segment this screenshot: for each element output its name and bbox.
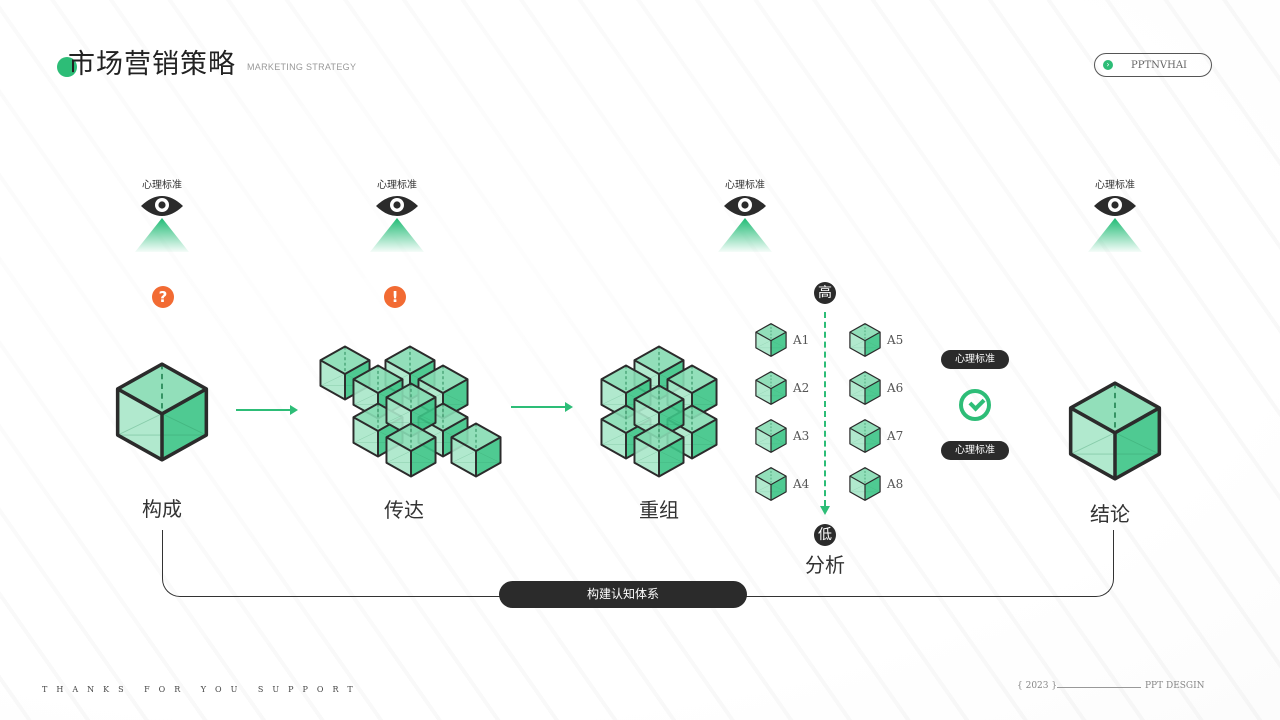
stage-label-analysis: 分析 (805, 553, 845, 577)
cube-icon (849, 370, 881, 406)
item-label: A7 (887, 429, 904, 443)
high-marker: 高 (814, 282, 836, 304)
cube-icon (755, 322, 787, 358)
arrow-down-icon (820, 506, 830, 515)
footer-thanks: THANKS FOR YOU SUPPORT (42, 685, 362, 694)
footer-year: { 2023 } (1017, 681, 1058, 691)
brand-badge[interactable]: › PPTNVHAI (1094, 53, 1212, 77)
item-label: A2 (793, 381, 810, 395)
check-circle-icon (959, 389, 991, 421)
cube-icon (450, 420, 502, 480)
eye-icon (723, 192, 767, 220)
arrow-right-icon (511, 402, 573, 412)
brand-badge-label: PPTNVHAI (1131, 59, 1187, 71)
item-label: A6 (887, 381, 904, 395)
cube-icon (115, 359, 209, 465)
cognitive-system-pill: 构建认知体系 (499, 581, 747, 608)
cube-icon (385, 420, 437, 480)
item-label: A3 (793, 429, 810, 443)
cube-icon (633, 420, 685, 480)
stage-label-composition: 构成 (142, 497, 182, 521)
low-marker: 低 (814, 524, 836, 546)
stage-label-reorganize: 重组 (639, 498, 679, 522)
eye-label: 心理标准 (142, 180, 182, 191)
chevron-right-icon: › (1103, 60, 1113, 70)
eye-icon (1093, 192, 1137, 220)
criteria-pill: 心理标准 (941, 350, 1009, 369)
cube-icon (755, 370, 787, 406)
cube-icon (1068, 378, 1162, 484)
question-icon: ? (152, 286, 174, 308)
exclamation-icon: ! (384, 286, 406, 308)
item-label: A8 (887, 477, 904, 491)
page-title: 市场营销策略 (68, 49, 236, 80)
eye-label: 心理标准 (1095, 180, 1135, 191)
title-accent-dot (57, 57, 77, 77)
cube-icon (755, 466, 787, 502)
stage-label-communication: 传达 (384, 498, 424, 522)
cube-icon (849, 418, 881, 454)
arrow-right-icon (236, 405, 298, 415)
scale-line (824, 312, 826, 506)
eye-label: 心理标准 (725, 180, 765, 191)
cube-icon (849, 322, 881, 358)
item-label: A5 (887, 333, 904, 347)
stage-label-conclusion: 结论 (1090, 502, 1130, 526)
criteria-pill: 心理标准 (941, 441, 1009, 460)
eye-icon (140, 192, 184, 220)
page-subtitle: MARKETING STRATEGY (247, 62, 357, 72)
item-label: A4 (793, 477, 810, 491)
eye-label: 心理标准 (377, 180, 417, 191)
item-label: A1 (793, 333, 810, 347)
footer-brand: PPT DESGIN (1145, 681, 1205, 691)
eye-icon (375, 192, 419, 220)
footer-divider (1057, 687, 1141, 688)
cube-icon (755, 418, 787, 454)
cube-icon (849, 466, 881, 502)
